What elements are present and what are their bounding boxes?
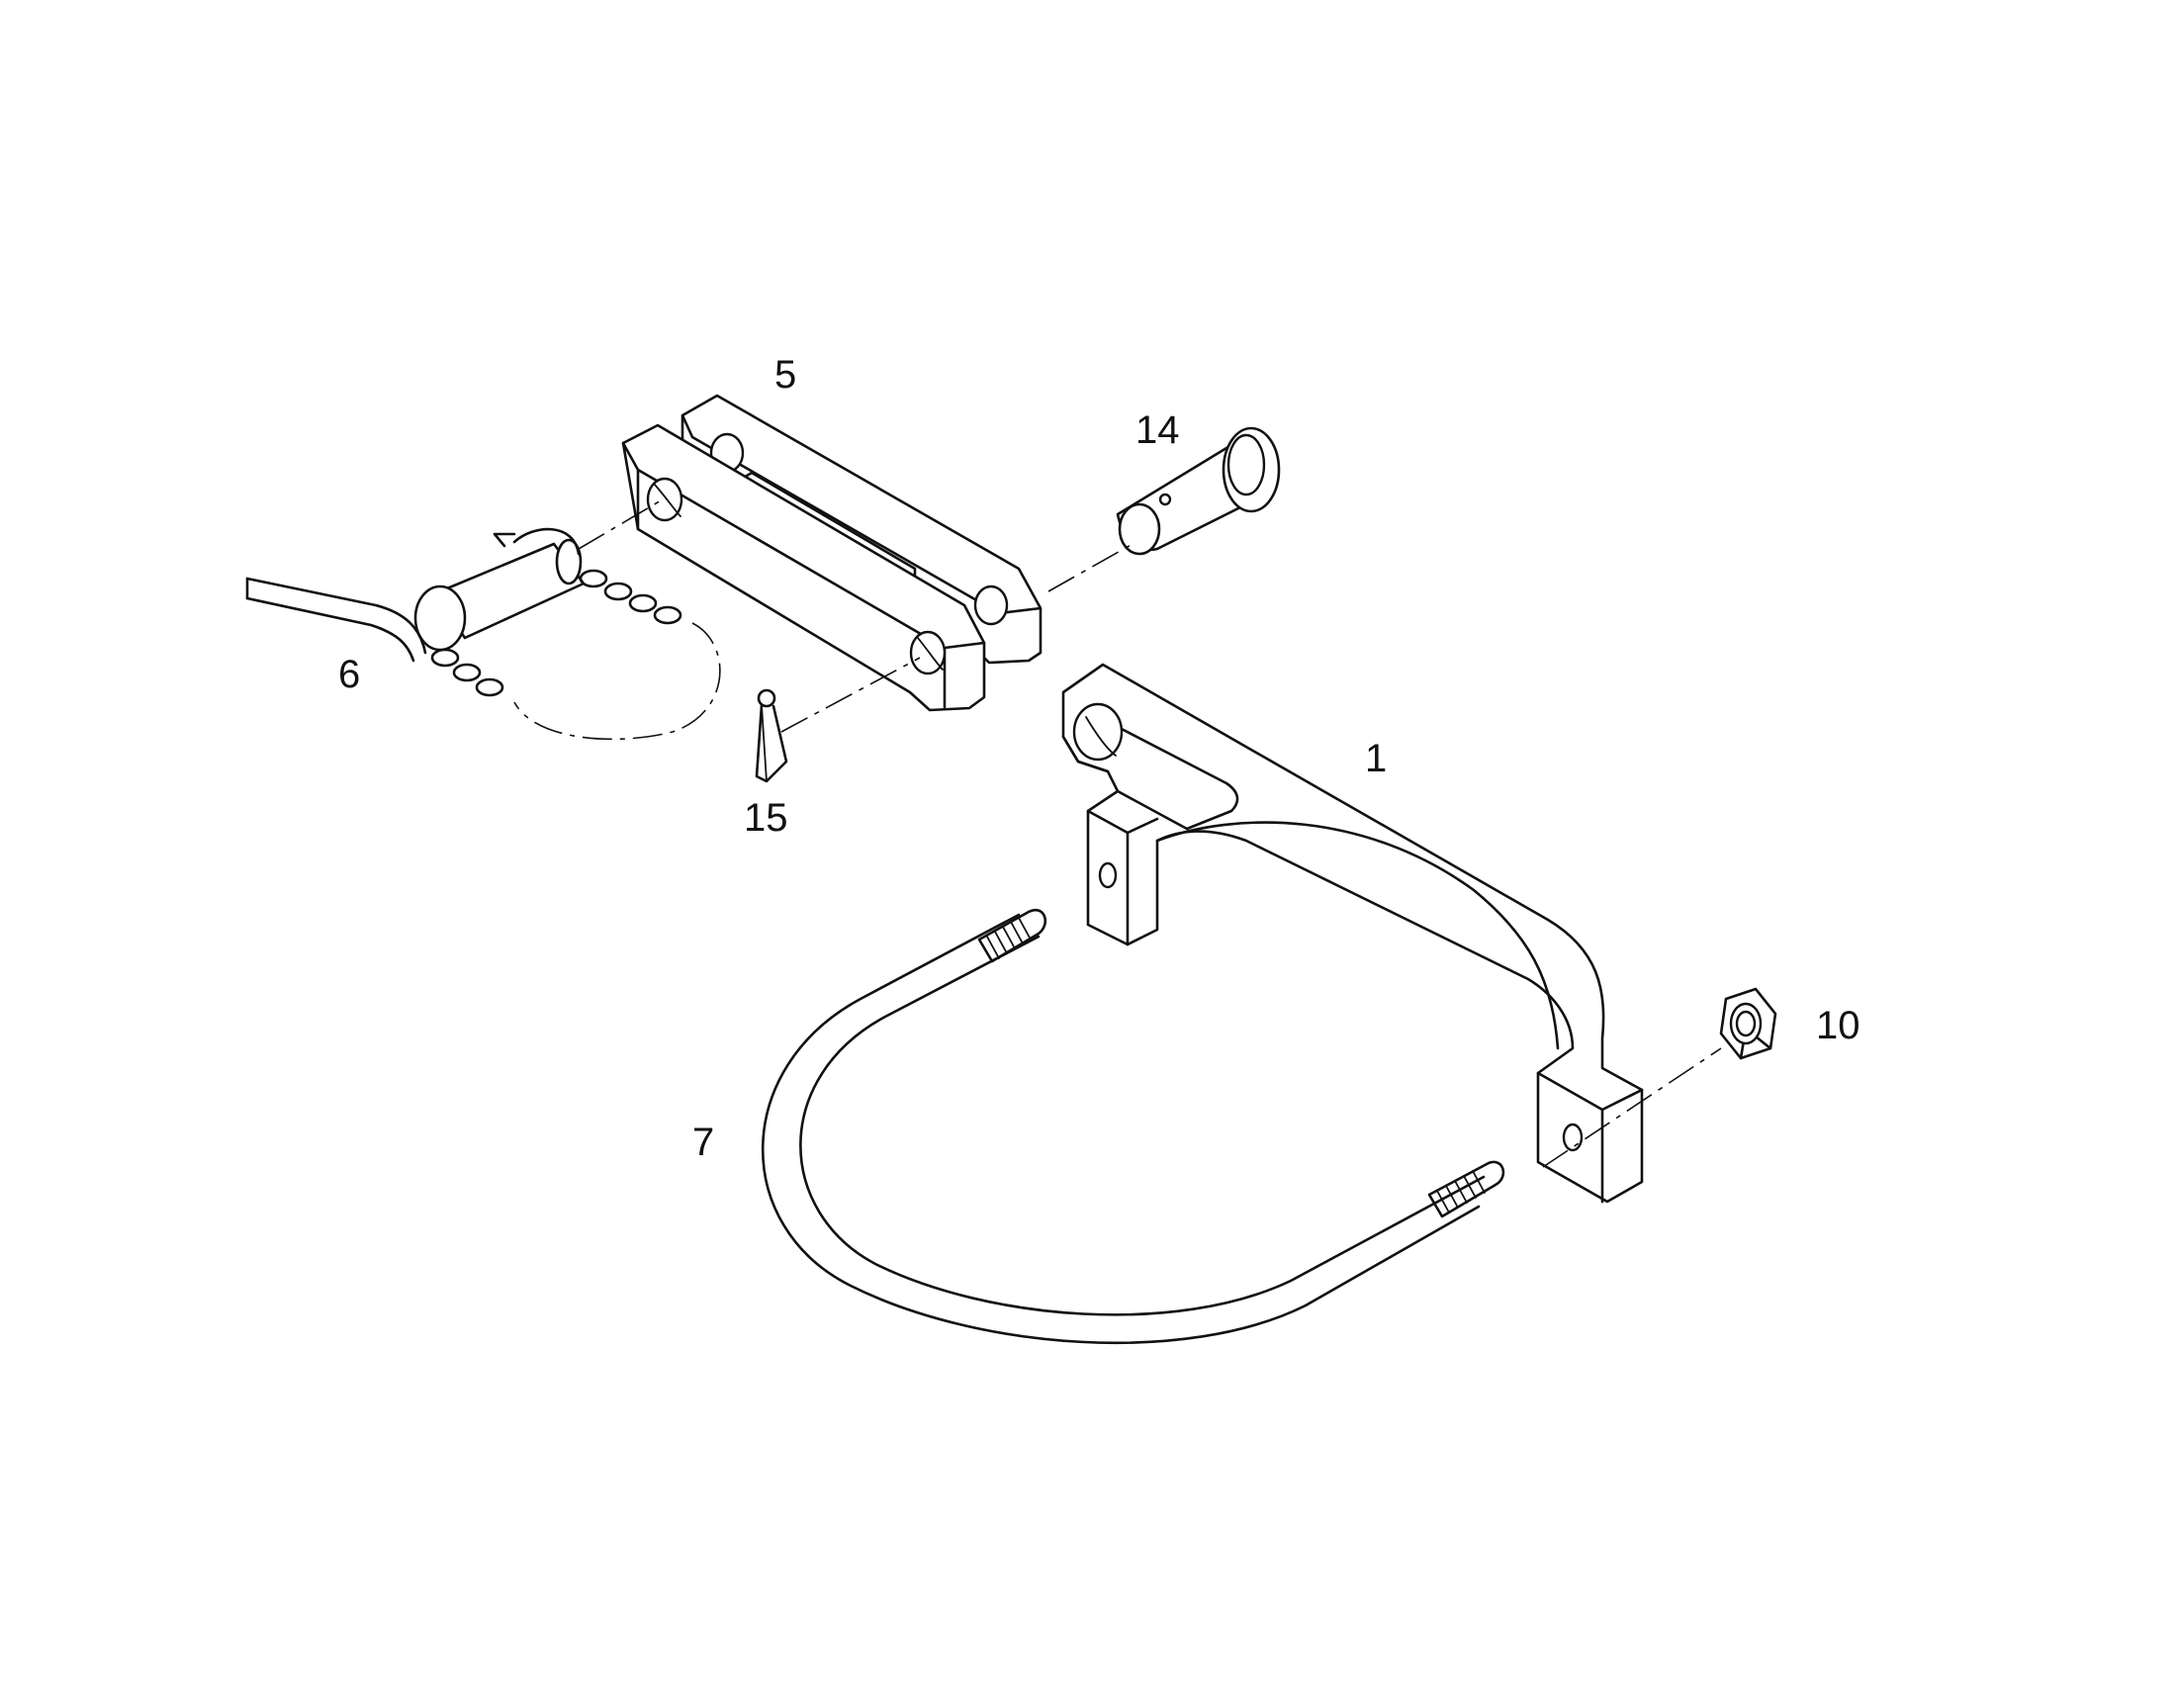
callout-1: 1: [1365, 737, 1387, 780]
link-plates: [621, 394, 1043, 712]
split-pin: [755, 688, 788, 783]
callout-7: 7: [692, 1121, 714, 1164]
chain: [430, 569, 682, 697]
bracket: [1061, 663, 1644, 1204]
lower-thread: [1427, 1160, 1505, 1218]
clevis-pin: [1116, 426, 1281, 556]
hex-nut: [1719, 987, 1777, 1060]
callout-14: 14: [1135, 408, 1180, 452]
pin-with-chain: [245, 527, 721, 741]
upper-thread: [977, 908, 1047, 963]
callout-10: 10: [1816, 1004, 1860, 1047]
u-bolt: [761, 908, 1505, 1345]
callout-5: 5: [774, 353, 796, 397]
callout-6: 6: [338, 653, 360, 696]
center-lines: [578, 498, 1722, 1168]
callout-15: 15: [744, 796, 788, 840]
